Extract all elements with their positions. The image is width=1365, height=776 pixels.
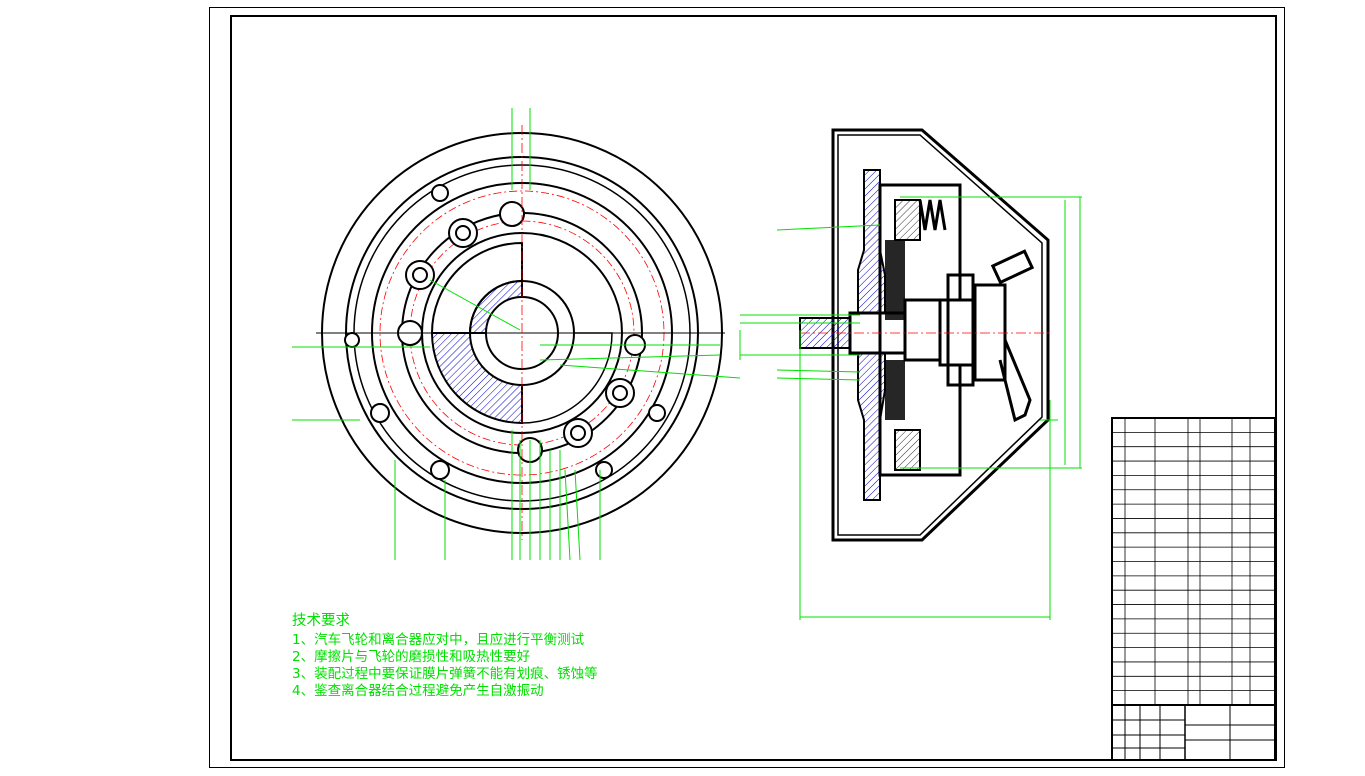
dimension-lines: [739, 196, 1082, 620]
section-view: [739, 128, 1082, 620]
parts-list: [1111, 417, 1276, 706]
requirements-title: 技术要求: [292, 613, 350, 629]
leader-lines: [292, 108, 741, 561]
title-block: [1111, 704, 1276, 761]
inner-frame: [230, 15, 1277, 761]
requirement-item: 4、鉴查离合器结合过程避免产生自激振动: [292, 683, 544, 699]
bolt-holes: [344, 184, 666, 480]
requirement-item: 2、摩擦片与飞轮的磨损性和吸热性要好: [292, 649, 531, 665]
spring: [918, 199, 947, 231]
requirement-item: 3、装配过程中要保证膜片弹簧不能有划痕、锈蚀等: [292, 666, 598, 682]
requirement-item: 1、汽车飞轮和离合器应对中，且应进行平衡测试: [292, 632, 585, 648]
outer-border: [209, 7, 1285, 768]
front-view: [292, 108, 741, 561]
